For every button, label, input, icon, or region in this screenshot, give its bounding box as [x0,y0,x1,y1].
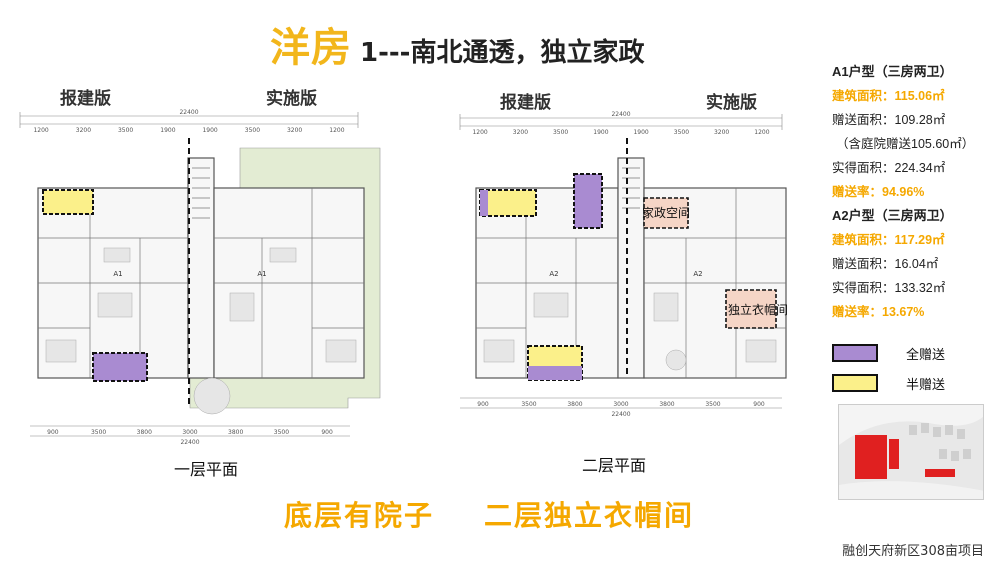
floor2-dim-bottom-1: 3500 [521,401,536,408]
a1-heading: A1户型（三房两卫） [832,64,953,79]
floor2-dim-top-1: 3200 [513,129,528,136]
floor1-dim-bottom-2: 3800 [137,429,152,436]
floor1-dim-top-2: 3500 [118,127,133,134]
floor2-unit-tag-left: A2 [549,270,558,278]
floor2-half-bonus-area-1 [479,189,537,217]
floor1-full-bonus-area [92,352,148,382]
floor2-full-bonus-area-2 [528,366,582,380]
floor1-plan: 1200 3200 3500 1900 1900 3500 3200 1200 22400 [0,108,420,448]
floor2-dim-total-bottom: 22400 [611,411,630,418]
floor2-dim-bottom-3: 3000 [613,401,628,408]
floor1-right-version-label: 实施版 [266,89,317,109]
floor1-left-version-label: 报建版 [60,89,111,109]
floor1-dim-total-bottom: 22400 [180,439,199,446]
floor2-right-version-label: 实施版 [706,93,757,113]
floor1-dim-top-0: 1200 [33,127,48,134]
floor2-full-bonus-area-1 [573,173,603,229]
floor1-dim-bottom-3: 3000 [182,429,197,436]
floor2-unit-tag-right: A2 [693,270,702,278]
a2-actual-area: 实得面积：133.32㎡ [832,281,946,295]
floor2-dim-bottom-2: 3800 [567,401,582,408]
legend-item-full: 全赠送 [832,340,982,366]
floor1-dim-top-6: 3200 [287,127,302,134]
floor2-name: 二层平面 [582,456,647,475]
floor1-plan-drawing: 1200 3200 3500 1900 1900 3500 3200 1200 22400 [19,109,381,446]
floor1-dim-total-top: 22400 [179,109,198,116]
a1-build-area: 建筑面积：115.06㎡ [832,89,945,103]
a1-bonus-rate: 赠送率：94.96% [832,185,925,199]
floor1-unit-tag-right: A1 [257,270,266,278]
legend-label-half: 半赠送 [906,377,946,393]
floor1-unit-tag-left: A1 [113,270,122,278]
floor1-dim-bottom-4: 3800 [228,429,243,436]
slogan-right: 二层独立衣帽间 [484,499,695,532]
legend: 全赠送 半赠送 [832,340,982,400]
cloakroom-box [725,289,777,329]
floor2-dim-bottom-4: 3800 [659,401,674,408]
slogan-left: 底层有院子 [284,499,435,532]
floor1-dim-top-1: 3200 [76,127,91,134]
floor1-dim-top-4: 1900 [202,127,217,134]
floor2-dim-top-3: 1900 [593,129,608,136]
housekeeping-space-label: 家政空间 [642,205,690,220]
floor2-dim-bottom-5: 3500 [705,401,720,408]
floor1-dim-top-3: 1900 [160,127,175,134]
footer-credit: 融创天府新区308亩项目 [842,544,984,559]
a1-actual-area: 实得面积：224.34㎡ [832,161,946,175]
floor2-left-version-label: 报建版 [500,93,551,113]
a2-build-area: 建筑面积：117.29㎡ [832,233,945,247]
a2-bonus-rate: 赠送率：13.67% [832,305,925,319]
floor2-dim-top-7: 1200 [754,129,769,136]
floor2-dim-total-top: 22400 [611,111,630,118]
unit-info-panel: A1户型（三房两卫） 建筑面积：115.06㎡ 赠送面积：109.28㎡ （含庭… [832,60,988,324]
legend-label-full: 全赠送 [906,347,946,363]
cloakroom-label: 独立衣帽间 [728,302,788,317]
floor1-dim-bottom-1: 3500 [91,429,106,436]
legend-swatch-full [832,344,878,362]
floor2-dim-top-5: 3500 [674,129,689,136]
a2-heading: A2户型（三房两卫） [832,208,953,223]
site-plan-thumbnail [838,404,984,500]
legend-swatch-half [832,374,878,392]
floor2-dim-bottom-0: 900 [477,401,489,408]
title-main: 洋房 [270,25,352,71]
a2-bonus-area: 赠送面积：16.04㎡ [832,257,939,271]
floor1-dim-top-5: 3500 [245,127,260,134]
floor2-plan-drawing: 1200 3200 3500 1900 1900 3500 3200 1200 22400 [459,111,788,418]
floor2-dim-bottom-6: 900 [753,401,765,408]
a1-bonus-area: 赠送面积：109.28㎡ [832,113,946,127]
floor1-dim-bottom-0: 900 [47,429,59,436]
floor1-half-bonus-area [42,189,94,215]
housekeeping-space-box [643,197,689,229]
floor2-dim-top-6: 3200 [714,129,729,136]
floor2-plan: 1200 3200 3500 1900 1900 3500 3200 1200 22400 [430,108,830,418]
floor1-dim-top-7: 1200 [329,127,344,134]
floor1-dim-bottom-6: 900 [321,429,333,436]
a1-yard-note: （含庭院赠送105.60㎡） [836,137,975,151]
site-plan-image [839,405,983,499]
page-title: 洋房 1---南北通透，独立家政 [270,14,644,70]
legend-item-half: 半赠送 [832,370,982,396]
floor1-dim-bottom-5: 3500 [274,429,289,436]
floor2-dim-top-4: 1900 [633,129,648,136]
floor2-dim-top-2: 3500 [553,129,568,136]
title-sub: 1---南北通透，独立家政 [360,38,645,68]
floor2-full-bonus-strip [480,190,488,216]
floor2-dim-top-0: 1200 [472,129,487,136]
floor1-name: 一层平面 [174,460,239,479]
